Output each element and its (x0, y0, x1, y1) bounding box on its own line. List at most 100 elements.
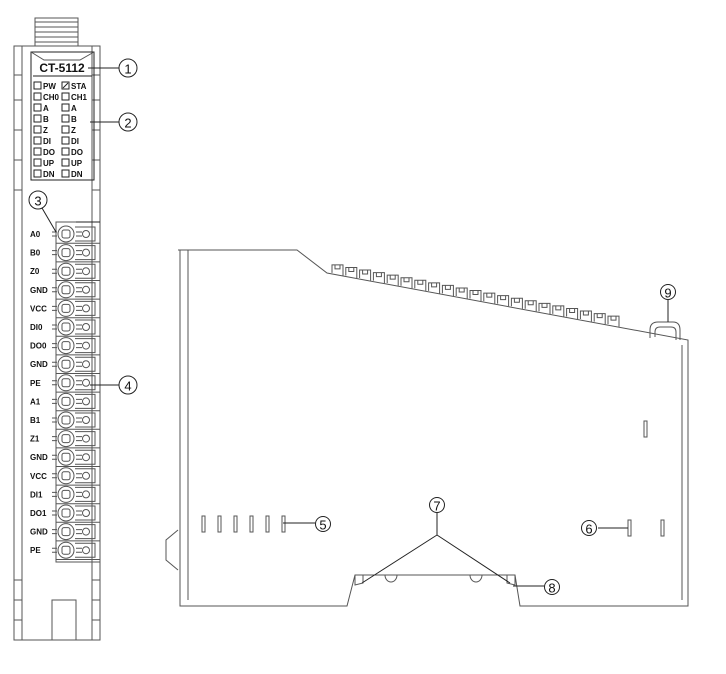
led-label: B (43, 115, 49, 124)
release-button[interactable] (57, 467, 75, 485)
led-indicator: CH0 (33, 92, 60, 102)
terminal[interactable]: GND (30, 355, 100, 374)
wire-entry[interactable] (82, 416, 90, 424)
terminal[interactable]: DI1 (30, 485, 100, 505)
wire-entry[interactable] (82, 509, 90, 517)
callout-5: 5 (315, 516, 331, 533)
model-label: CT-5112 (39, 61, 85, 75)
wire-entry[interactable] (82, 378, 90, 387)
wire-entry[interactable] (82, 434, 90, 443)
led-panel (30, 51, 95, 181)
led-box (33, 114, 42, 123)
led-label: DO (43, 148, 55, 157)
led-box (61, 125, 70, 134)
wire-entry[interactable] (82, 397, 90, 406)
release-button[interactable] (57, 392, 75, 410)
terminal[interactable]: DI0 (30, 318, 100, 337)
wire-entry[interactable] (82, 360, 90, 369)
vent-slot (281, 515, 286, 533)
led-indicator: DO (61, 147, 83, 157)
terminal[interactable]: B0 (30, 244, 100, 263)
wire-entry[interactable] (82, 341, 90, 350)
terminal[interactable]: VCC (30, 467, 100, 486)
led-label: DI (71, 137, 79, 146)
wire-entry[interactable] (82, 527, 90, 536)
terminal[interactable]: Z1 (30, 430, 100, 449)
led-indicator: CH1 (61, 92, 88, 102)
callout-8: 8 (544, 579, 560, 596)
terminal-label: GND (30, 360, 48, 369)
wire-entry[interactable] (82, 267, 90, 276)
wire-entry[interactable] (82, 471, 90, 480)
wire-entry[interactable] (82, 304, 90, 313)
led-indicator: DI (61, 136, 79, 146)
release-button[interactable] (57, 318, 75, 336)
release-handle (649, 321, 681, 340)
release-button[interactable] (57, 262, 75, 280)
led-indicator: B (61, 114, 77, 124)
wire-entry[interactable] (82, 285, 90, 294)
svg-text:6: 6 (585, 522, 592, 537)
terminal[interactable]: PE (30, 541, 100, 560)
led-label: CH0 (43, 93, 60, 102)
terminal[interactable]: GND (30, 448, 100, 467)
svg-text:5: 5 (319, 518, 326, 533)
callout-9: 9 (660, 284, 676, 301)
led-box (33, 103, 42, 112)
terminal[interactable]: DO0 (30, 337, 100, 356)
led-indicator: DN (33, 169, 55, 179)
release-button[interactable] (57, 541, 75, 559)
led-label: DI (43, 137, 51, 146)
release-button[interactable] (57, 244, 75, 262)
wire-entry[interactable] (82, 323, 90, 331)
release-button[interactable] (57, 485, 75, 503)
side-body (178, 249, 689, 607)
wire-entry[interactable] (82, 453, 90, 462)
led-indicator: A (33, 103, 49, 113)
terminal-label: GND (30, 286, 48, 295)
callout-6: 6 (581, 520, 597, 537)
release-button[interactable] (57, 411, 75, 429)
release-button[interactable] (57, 504, 75, 522)
led-box (33, 125, 42, 134)
terminal[interactable]: DO1 (30, 504, 100, 523)
release-button[interactable] (57, 374, 75, 392)
terminal[interactable]: B1 (30, 411, 100, 430)
led-indicator: UP (61, 158, 83, 168)
vent-slot (233, 515, 238, 533)
led-box (33, 136, 42, 145)
release-button[interactable] (57, 337, 75, 355)
led-label: DN (71, 170, 83, 179)
release-button[interactable] (57, 355, 75, 373)
terminal[interactable]: VCC (30, 299, 100, 319)
wire-entry[interactable] (82, 230, 90, 238)
terminal[interactable]: PE (30, 374, 100, 393)
led-label: Z (43, 126, 48, 135)
terminal[interactable]: Z0 (30, 262, 100, 281)
terminal-label: DI0 (30, 323, 43, 332)
release-button[interactable] (57, 523, 75, 541)
module-body (13, 45, 101, 641)
led-box (61, 158, 70, 167)
terminal[interactable]: A1 (30, 392, 100, 412)
terminal[interactable]: GND (30, 523, 100, 542)
release-button[interactable] (57, 448, 75, 466)
din-rail-clips (354, 574, 516, 586)
terminal-label: VCC (30, 304, 47, 313)
release-button[interactable] (57, 299, 75, 317)
terminal[interactable]: A0 (30, 225, 100, 244)
led-label: DN (43, 170, 55, 179)
terminal[interactable]: GND (30, 281, 100, 300)
release-button[interactable] (57, 281, 75, 299)
wire-entry[interactable] (82, 248, 90, 257)
led-label: UP (71, 159, 83, 168)
svg-text:4: 4 (124, 379, 131, 394)
callout-1: 1 (118, 58, 138, 78)
terminal-label: DI1 (30, 490, 43, 499)
terminal-label: DO1 (30, 509, 47, 518)
release-button[interactable] (57, 225, 75, 243)
release-button[interactable] (57, 430, 75, 448)
terminal-label: GND (30, 528, 48, 537)
wire-entry[interactable] (82, 490, 90, 499)
wire-entry[interactable] (82, 546, 90, 555)
